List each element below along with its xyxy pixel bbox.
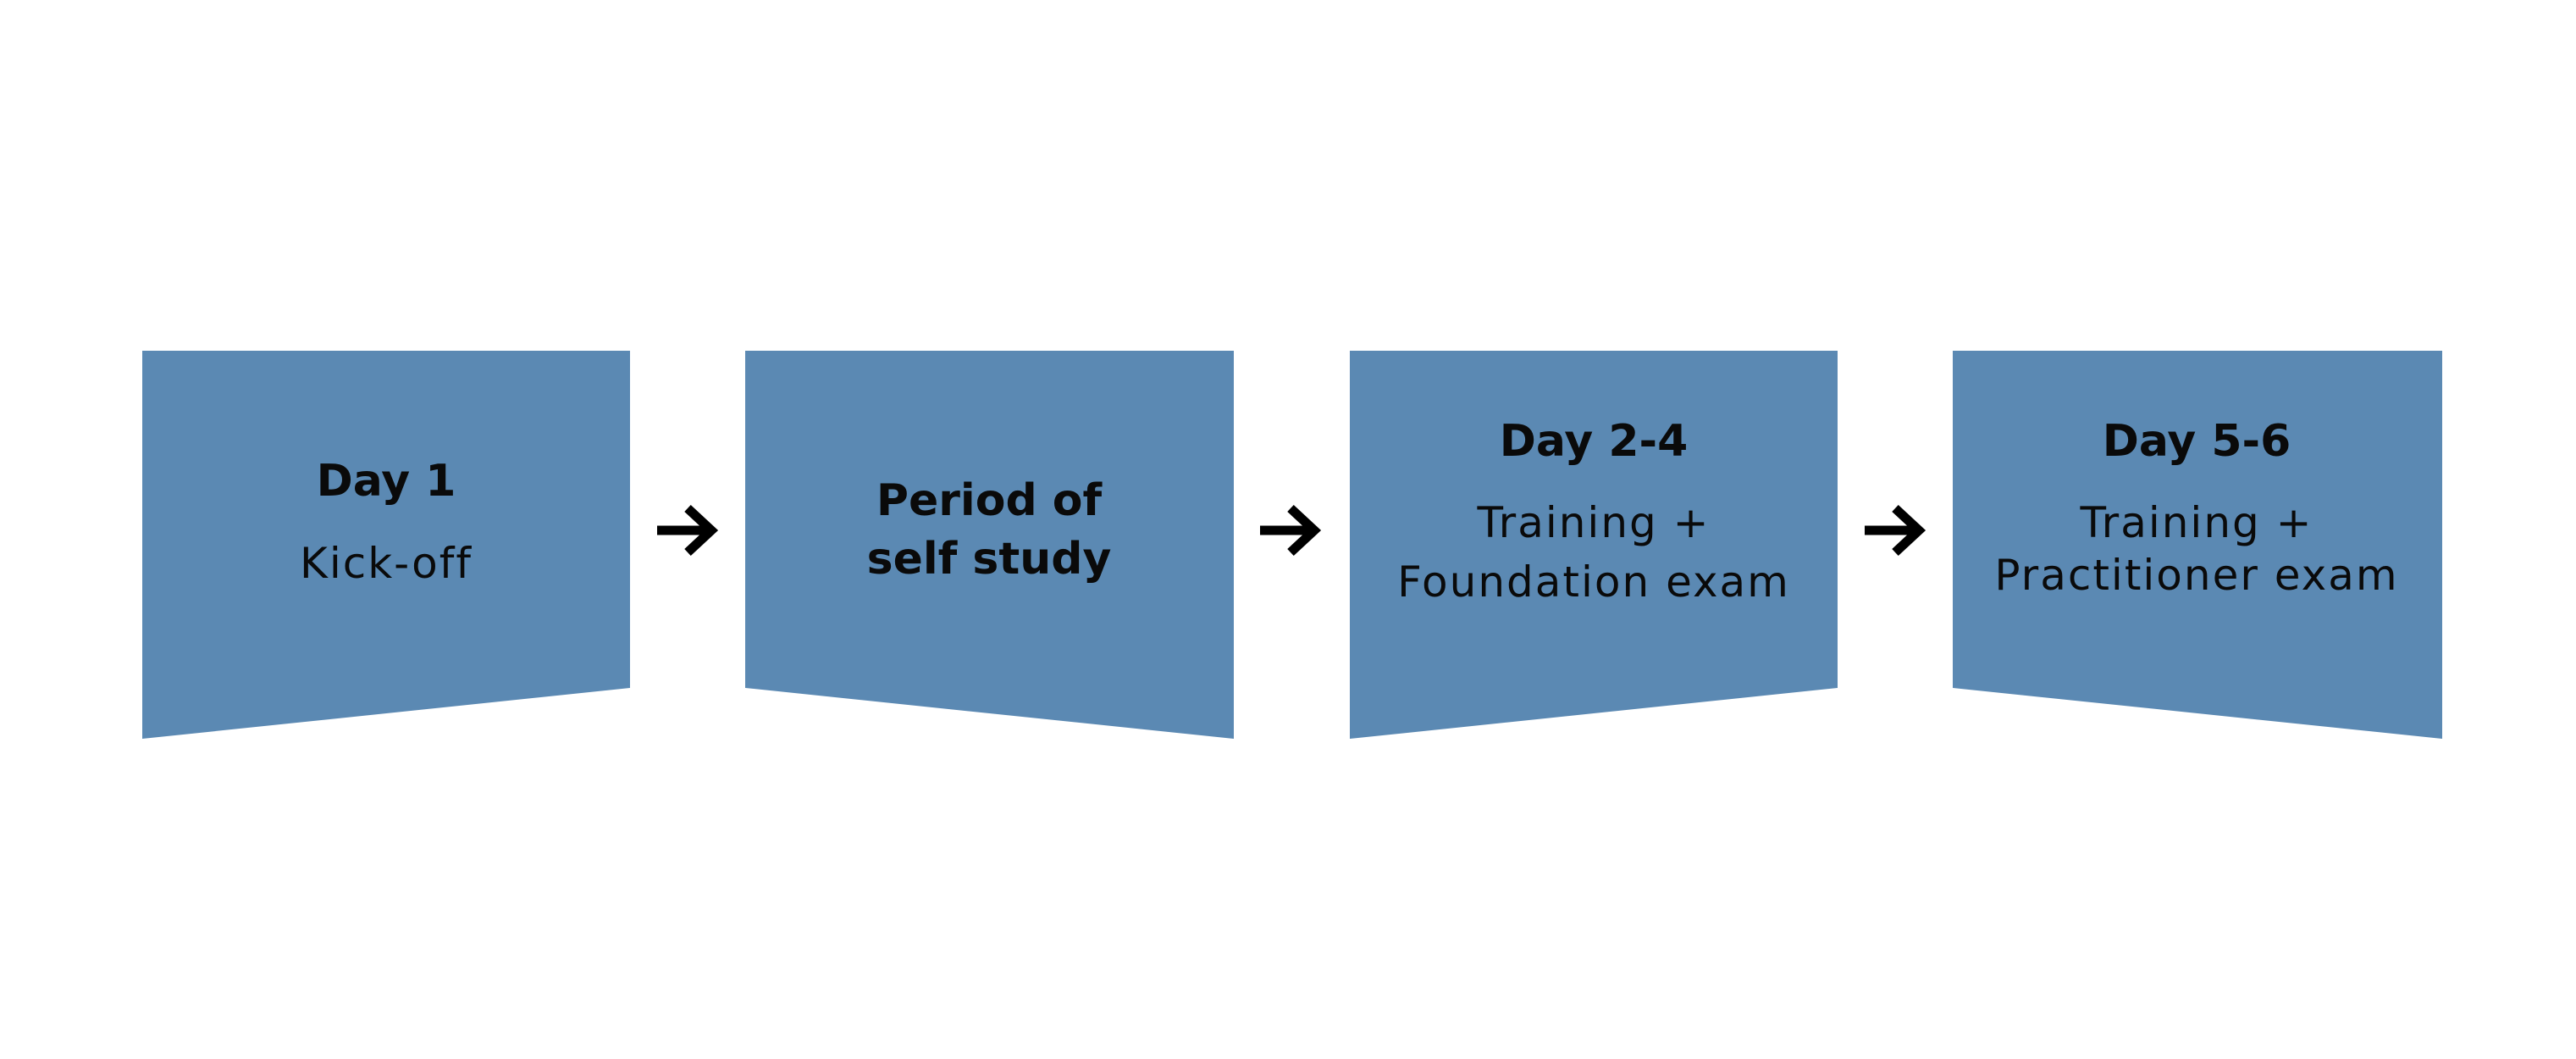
arrow-right-icon — [657, 504, 719, 557]
step-subtitle-line: Practitioner exam — [1994, 551, 2398, 600]
arrow-right-icon — [1865, 504, 1926, 557]
step-box — [745, 351, 1234, 739]
step-box — [1350, 351, 1838, 739]
step-subtitle-line: Training + — [2079, 498, 2313, 547]
step-day-2-4: Day 2-4 Training + Foundation exam — [1350, 351, 1838, 739]
step-box — [1953, 351, 2442, 739]
step-day-1: Day 1 Kick-off — [142, 351, 630, 739]
arrow-right-icon — [1260, 504, 1322, 557]
step-title-line: self study — [867, 534, 1112, 585]
step-day-5-6: Day 5-6 Training + Practitioner exam — [1953, 351, 2442, 739]
step-title-line: Period of — [876, 475, 1103, 526]
step-subtitle-line: Kick-off — [300, 539, 473, 588]
step-subtitle-line: Training + — [1476, 498, 1710, 547]
step-title-line: Day 5-6 — [2103, 416, 2291, 467]
step-box — [142, 351, 630, 739]
step-title-line: Day 1 — [317, 456, 456, 507]
step-subtitle-line: Foundation exam — [1397, 557, 1790, 607]
step-self-study: Period of self study — [745, 351, 1234, 739]
step-title-line: Day 2-4 — [1500, 416, 1689, 467]
